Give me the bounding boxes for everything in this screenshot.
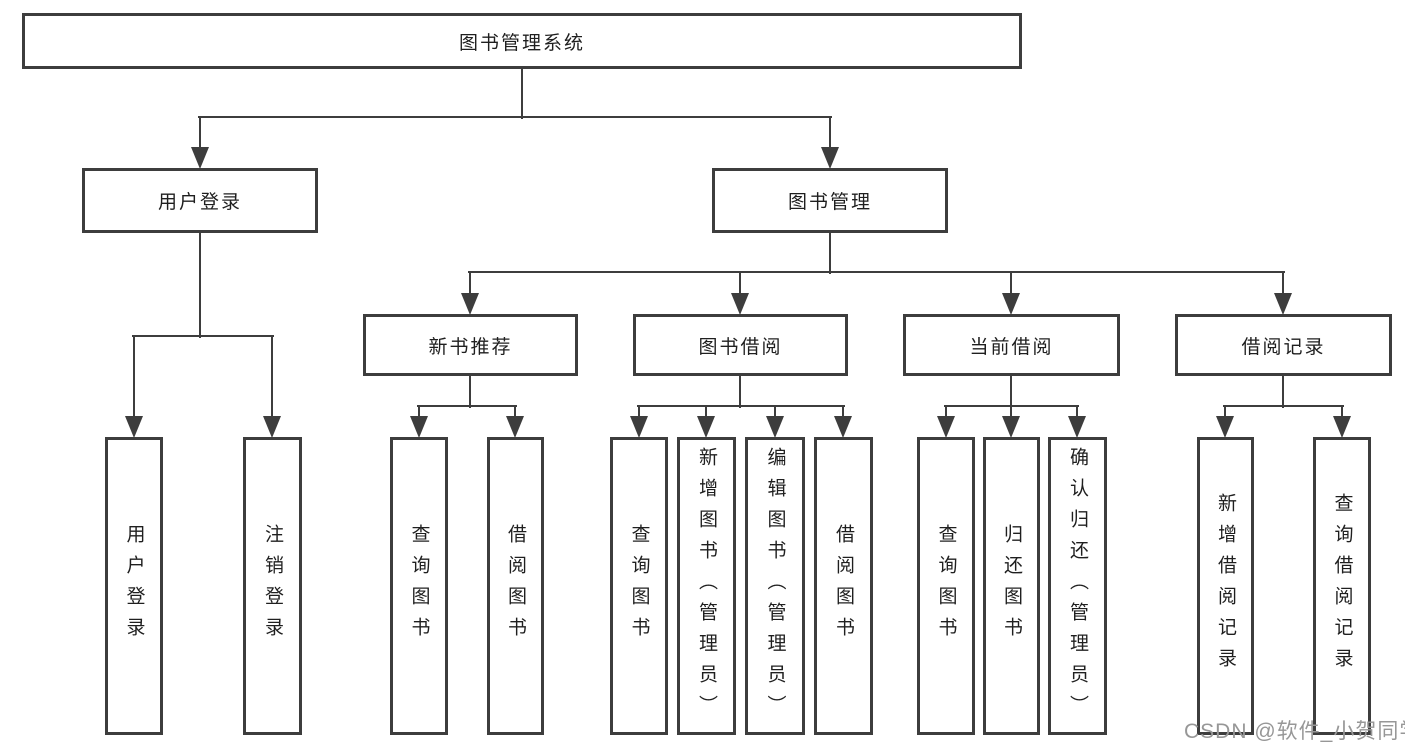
connector-line [774, 406, 776, 420]
arrow-down-icon [1002, 293, 1020, 315]
connector-line [1010, 406, 1012, 420]
node-book-borrowing-label: 图书借阅 [698, 336, 783, 358]
node-user-login-label: 用户登录 [157, 192, 242, 213]
node-current-borrowing: 当前借阅 [903, 314, 1120, 376]
connector-line [1010, 272, 1012, 297]
leaf-add-borrow-record: 新增借阅记录 [1197, 437, 1254, 735]
connector-line [133, 336, 135, 420]
arrow-down-icon [263, 416, 281, 438]
connector-line [739, 272, 741, 297]
connector-line [1223, 405, 1344, 407]
node-borrowing-records-label: 借阅记录 [1241, 336, 1326, 358]
leaf-edit-book-admin-label: 编辑图书（管理员） [764, 446, 786, 726]
connector-line [739, 374, 741, 408]
leaf-confirm-return-admin: 确认归还（管理员） [1048, 437, 1107, 735]
arrow-down-icon [1002, 416, 1020, 438]
arrow-down-icon [731, 293, 749, 315]
leaf-query-borrow-record-label: 查询借阅记录 [1331, 493, 1353, 679]
leaf-edit-book-admin: 编辑图书（管理员） [745, 437, 805, 735]
connector-line [1282, 374, 1284, 408]
arrow-down-icon [1216, 416, 1234, 438]
node-user-login: 用户登录 [82, 168, 318, 233]
leaf-logout-label: 注销登录 [262, 524, 283, 648]
leaf-borrow-books: 借阅图书 [814, 437, 873, 735]
node-borrowing-records: 借阅记录 [1175, 314, 1392, 376]
leaf-query-books-borrowing-label: 查询图书 [628, 524, 650, 648]
arrow-down-icon [821, 147, 839, 169]
connector-line [514, 406, 516, 420]
arrow-down-icon [191, 147, 209, 169]
connector-line [945, 406, 947, 420]
leaf-query-borrow-record: 查询借阅记录 [1313, 437, 1371, 735]
connector-line [1076, 406, 1078, 420]
connector-line [469, 374, 471, 408]
node-current-borrowing-label: 当前借阅 [969, 336, 1054, 358]
connector-line [1341, 406, 1343, 420]
leaf-query-books-current-label: 查询图书 [935, 524, 957, 648]
leaf-query-books-borrowing: 查询图书 [610, 437, 668, 735]
connector-line [1010, 374, 1012, 408]
arrow-down-icon [937, 416, 955, 438]
connector-line [418, 406, 420, 420]
connector-line [198, 116, 832, 118]
node-new-book-recommend: 新书推荐 [363, 314, 578, 376]
leaf-add-book-admin: 新增图书（管理员） [677, 437, 736, 735]
connector-line [1282, 272, 1284, 297]
connector-line [1224, 406, 1226, 420]
connector-line [638, 406, 640, 420]
node-book-borrowing: 图书借阅 [633, 314, 848, 376]
node-book-management: 图书管理 [712, 168, 948, 233]
arrow-down-icon [766, 416, 784, 438]
arrow-down-icon [1068, 416, 1086, 438]
connector-line [469, 272, 471, 297]
arrow-down-icon [506, 416, 524, 438]
connector-line [842, 406, 844, 420]
leaf-return-book-label: 归还图书 [1001, 524, 1022, 648]
connector-line [829, 117, 831, 151]
leaf-user-login: 用户登录 [105, 437, 163, 735]
leaf-confirm-return-admin-label: 确认归还（管理员） [1067, 446, 1088, 726]
connector-line [521, 69, 523, 119]
connector-line [705, 406, 707, 420]
arrow-down-icon [834, 416, 852, 438]
leaf-query-books-recommend: 查询图书 [390, 437, 448, 735]
node-root: 图书管理系统 [22, 13, 1022, 69]
arrow-down-icon [125, 416, 143, 438]
connector-line [468, 271, 1285, 273]
node-root-label: 图书管理系统 [458, 32, 585, 54]
arrow-down-icon [630, 416, 648, 438]
connector-line [637, 405, 845, 407]
node-book-management-label: 图书管理 [787, 192, 872, 213]
leaf-return-book: 归还图书 [983, 437, 1040, 735]
connector-line [199, 231, 201, 338]
arrow-down-icon [410, 416, 428, 438]
leaf-query-books-current: 查询图书 [917, 437, 975, 735]
connector-line [199, 117, 201, 151]
leaf-user-login-label: 用户登录 [123, 524, 145, 648]
arrow-down-icon [461, 293, 479, 315]
arrow-down-icon [1333, 416, 1351, 438]
connector-line [132, 335, 274, 337]
leaf-query-books-recommend-label: 查询图书 [408, 524, 430, 648]
leaf-add-borrow-record-label: 新增借阅记录 [1215, 493, 1236, 679]
leaf-borrow-books-recommend-label: 借阅图书 [505, 524, 526, 648]
connector-line [829, 231, 831, 274]
leaf-borrow-books-recommend: 借阅图书 [487, 437, 544, 735]
node-new-book-recommend-label: 新书推荐 [428, 336, 513, 358]
leaf-add-book-admin-label: 新增图书（管理员） [696, 446, 717, 726]
connector-line [417, 405, 517, 407]
arrow-down-icon [697, 416, 715, 438]
arrow-down-icon [1274, 293, 1292, 315]
watermark: CSDN @软件_小贺同学 [1184, 720, 1405, 743]
connector-line [271, 336, 273, 420]
leaf-borrow-books-label: 借阅图书 [833, 524, 854, 648]
leaf-logout: 注销登录 [243, 437, 302, 735]
